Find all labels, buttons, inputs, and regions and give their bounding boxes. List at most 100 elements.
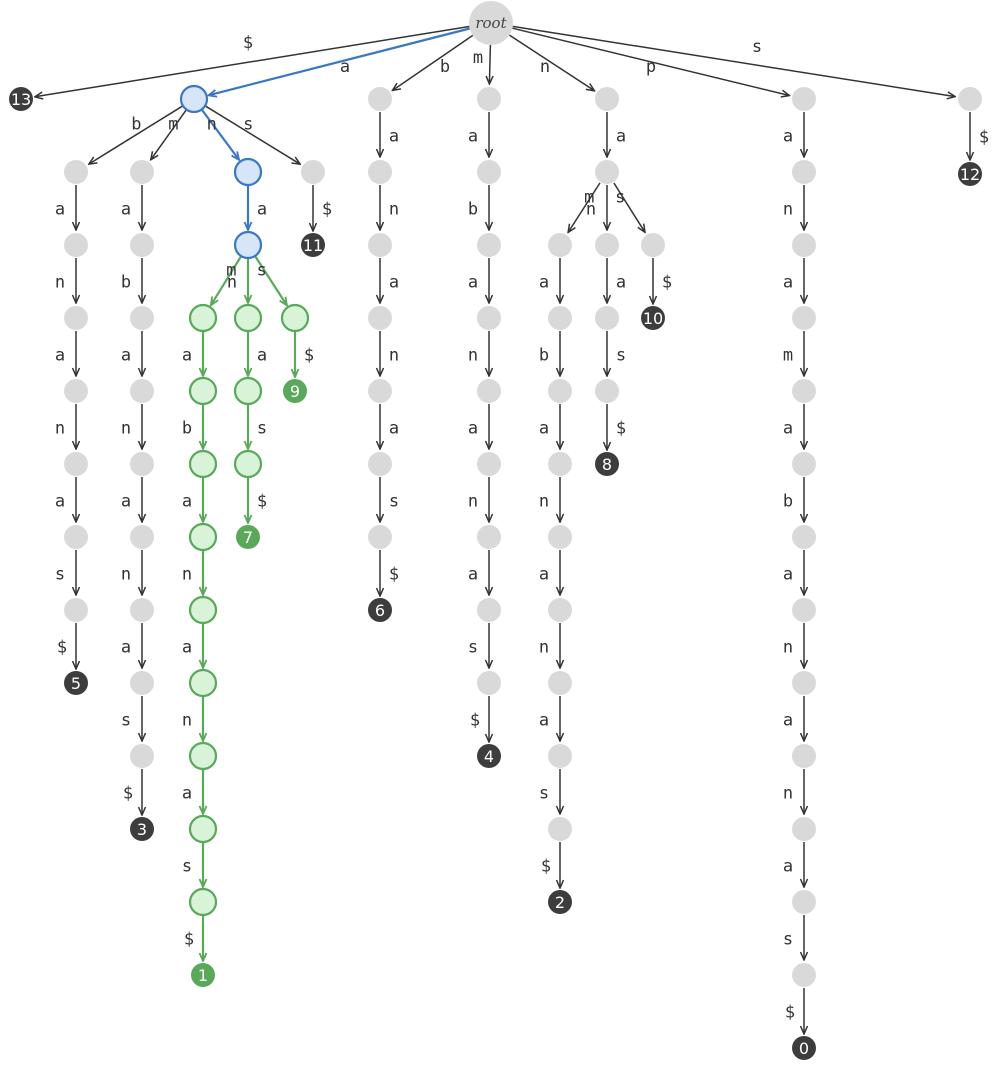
edge-label-n-namabana: a bbox=[539, 565, 549, 585]
edge-label-n-na: a bbox=[616, 127, 626, 147]
edge-label-n-p: p bbox=[646, 57, 656, 77]
edge-label-n-anama: a bbox=[182, 346, 192, 366]
edge-label-n-aban: n bbox=[55, 273, 65, 293]
edge-label-leaf-5: $ bbox=[57, 638, 67, 658]
edge-label-n-ananas: s bbox=[257, 419, 267, 439]
leaf-label-10: 10 bbox=[643, 309, 663, 328]
edge-label-leaf-3: $ bbox=[123, 784, 133, 804]
edge-label-n-panam: m bbox=[783, 346, 793, 366]
trie-node-n-an bbox=[233, 157, 263, 187]
edge-label-n-pana: a bbox=[783, 273, 793, 293]
trie-node-n-anamabana bbox=[188, 668, 218, 698]
edge-n-ana-to-n-anam bbox=[211, 255, 243, 305]
trie-node-n-namabananas bbox=[548, 817, 572, 841]
edge-label-n-panamaban: n bbox=[783, 638, 793, 658]
leaf-label-12: 12 bbox=[960, 165, 980, 184]
root-label: root bbox=[475, 14, 507, 32]
edge-label-n-aba: a bbox=[55, 200, 65, 220]
leaf-node-2: 2 bbox=[548, 890, 572, 914]
edge-label-n-pa: a bbox=[783, 127, 793, 147]
edge-label-n-panamabana: a bbox=[783, 711, 793, 731]
edge-n-a-to-n-as bbox=[204, 105, 300, 164]
trie-node-n-maban bbox=[477, 379, 501, 403]
edge-n-a-to-n-ab bbox=[89, 105, 184, 164]
leaf-node-5: 5 bbox=[64, 671, 88, 695]
edge-label-n-bana: a bbox=[389, 273, 399, 293]
trie-node-n-nama bbox=[548, 306, 572, 330]
trie-node-n-abananas bbox=[64, 598, 88, 622]
leaf-node-6: 6 bbox=[368, 598, 392, 622]
edge-label-n-anamabananas: s bbox=[182, 857, 192, 877]
edge-root-to-n-m bbox=[489, 44, 490, 84]
trie-node-n-amabananas bbox=[130, 744, 154, 768]
trie-node-n-ba bbox=[368, 160, 392, 184]
trie-node-n-ma bbox=[477, 160, 501, 184]
trie-node-n-pana bbox=[792, 306, 816, 330]
trie-node-n-panamab bbox=[792, 525, 816, 549]
trie-node-n-ab bbox=[64, 160, 88, 184]
trie-node-n-amabana bbox=[130, 525, 154, 549]
edge-label-leaf-4: $ bbox=[470, 711, 480, 731]
edge-label-leaf-7: $ bbox=[257, 492, 267, 512]
edge-label-n-namaban: n bbox=[539, 492, 549, 512]
edge-label-n-abananas: s bbox=[55, 565, 65, 585]
edge-n-na-to-n-nam bbox=[568, 182, 601, 233]
trie-node-n-pa bbox=[792, 160, 816, 184]
edge-n-ana-to-n-anas bbox=[254, 255, 287, 306]
trie-node-n-ama bbox=[130, 233, 154, 257]
trie-node-n-a bbox=[179, 84, 209, 114]
edge-root-to-n-b bbox=[392, 34, 474, 90]
edge-label-leaf-13: $ bbox=[243, 33, 253, 53]
trie-node-n-pan bbox=[792, 233, 816, 257]
trie-node-n-mabana bbox=[477, 452, 501, 476]
edge-label-n-namabanana: a bbox=[539, 711, 549, 731]
trie-node-n-nas bbox=[641, 233, 665, 257]
leaf-node-0: 0 bbox=[792, 1036, 816, 1060]
leaf-node-8: 8 bbox=[595, 452, 619, 476]
trie-node-n-nam bbox=[548, 233, 572, 257]
edge-label-n-amabanan: n bbox=[121, 565, 131, 585]
edge-label-n-namaba: a bbox=[539, 419, 549, 439]
trie-node-n-na bbox=[595, 160, 619, 184]
edge-label-n-as: s bbox=[243, 115, 253, 135]
edge-label-n-b: b bbox=[440, 57, 450, 77]
edge-label-n-anamabanana: a bbox=[182, 784, 192, 804]
trie-node-n-nan bbox=[595, 233, 619, 257]
edge-label-n-a: a bbox=[340, 57, 350, 77]
trie-node-n-amabanan bbox=[130, 598, 154, 622]
edge-label-n-namabananas: s bbox=[539, 784, 549, 804]
trie-node-n-as bbox=[301, 160, 325, 184]
edge-label-n-maba: a bbox=[468, 273, 478, 293]
edge-root-to-leaf-13 bbox=[35, 25, 470, 97]
trie-node-n-panamabana bbox=[792, 744, 816, 768]
edge-label-n-maban: n bbox=[468, 346, 478, 366]
trie-node-n-mab bbox=[477, 233, 501, 257]
trie-node-n-bananas bbox=[368, 525, 392, 549]
edges-layer: $abananas$mabananas$namabananas$nas$s$s$… bbox=[35, 25, 989, 1034]
edge-label-n-panamabananas: s bbox=[783, 930, 793, 950]
leaf-node-12: 12 bbox=[958, 162, 982, 186]
edge-label-n-anana: a bbox=[257, 346, 267, 366]
edge-n-a-to-n-am bbox=[151, 109, 188, 160]
edge-label-leaf-1: $ bbox=[184, 930, 194, 950]
leaf-node-1: 1 bbox=[191, 963, 215, 987]
leaf-node-9: 9 bbox=[283, 379, 307, 403]
trie-node-n-anamabanan bbox=[188, 741, 218, 771]
edge-label-leaf-0: $ bbox=[785, 1003, 795, 1023]
edge-label-leaf-12: $ bbox=[979, 128, 989, 148]
trie-node-n-banan bbox=[368, 379, 392, 403]
trie-node-n-mabanan bbox=[477, 525, 501, 549]
trie-node-n-abanan bbox=[64, 452, 88, 476]
trie-node-n-panamabanan bbox=[792, 817, 816, 841]
edge-label-n-bananas: s bbox=[389, 492, 399, 512]
edge-label-n-ama: a bbox=[121, 200, 131, 220]
leaf-node-11: 11 bbox=[301, 233, 325, 257]
edge-label-n-mab: b bbox=[468, 200, 478, 220]
trie-node-n-ananas bbox=[233, 449, 263, 479]
trie-node-n-anamabanana bbox=[188, 814, 218, 844]
trie-node-n-panam bbox=[792, 379, 816, 403]
edge-label-n-amabana: a bbox=[121, 492, 131, 512]
trie-node-n-n bbox=[595, 87, 619, 111]
trie-node-n-p bbox=[792, 87, 816, 111]
edge-label-leaf-9: $ bbox=[304, 346, 314, 366]
